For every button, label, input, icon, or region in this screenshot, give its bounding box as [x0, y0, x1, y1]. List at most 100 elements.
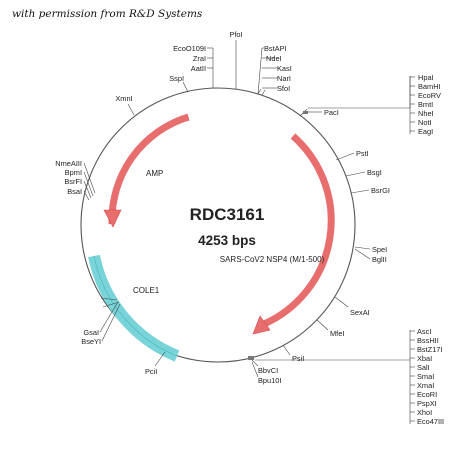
leader-line [99, 301, 119, 333]
site-label: XmaI [417, 381, 434, 390]
leader-line [308, 76, 411, 109]
leader-line [100, 297, 118, 301]
site-label: SalI [417, 363, 430, 372]
site-label: SexAI [350, 308, 370, 317]
site-group-bottom-right: AscI BssHII BstZ17I XbaI SalI SmaI XmaI … [255, 327, 444, 426]
site-label: BsgI [367, 168, 382, 177]
site-label: SpeI [372, 245, 387, 254]
site-group-bstapi: BstAPI NdeI KasI NarI SfoI [257, 44, 292, 95]
mcs-marker [303, 111, 308, 114]
leader-line [350, 189, 370, 194]
site-psti: PstI [335, 149, 369, 161]
leader-line [83, 171, 94, 197]
site-label: PfoI [229, 30, 242, 39]
site-label: PstI [356, 149, 369, 158]
site-label: BamHI [418, 82, 441, 91]
site-xmni: XmnI [115, 94, 135, 116]
insert-arrowhead [252, 315, 271, 335]
site-label: PspXI [417, 399, 437, 408]
site-bsgi: BsgI [345, 168, 382, 177]
leader-line [83, 190, 90, 201]
site-label: XhoI [417, 408, 432, 417]
leader-line [251, 361, 259, 378]
site-group-bbvci: BbvCI Bpu10I [251, 359, 281, 385]
site-label: XbaI [417, 354, 432, 363]
site-label: BmtI [418, 100, 433, 109]
amp-label: AMP [146, 169, 163, 178]
leader-line [83, 180, 92, 199]
site-label: Bpu10I [258, 376, 281, 385]
leader-line [335, 152, 355, 161]
site-label: BbvCI [258, 366, 278, 375]
site-group-left: NmeAIII BpmI BsrFI BsaI [55, 159, 96, 201]
site-label: MfeI [330, 329, 344, 338]
cole1-label: COLE1 [133, 286, 160, 295]
site-label: NotI [418, 118, 432, 127]
site-label: BssHII [417, 336, 439, 345]
insert-arrow-body [262, 133, 335, 328]
site-label: KasI [277, 64, 292, 73]
plasmid-backbone [80, 87, 356, 363]
amp-arrowhead [103, 209, 122, 228]
site-psii: PsiI [282, 344, 304, 363]
site-label: AscI [417, 327, 431, 336]
leader-line [251, 359, 259, 367]
mcs-marker [248, 356, 254, 360]
site-bsrgi: BsrGI [350, 186, 390, 195]
cole1-feature-edge [93, 255, 178, 357]
leader-line [154, 351, 166, 367]
leader-line [334, 296, 349, 308]
site-mfei: MfeI [316, 319, 344, 338]
site-label: BsrFI [64, 177, 82, 186]
leader-line [345, 171, 366, 177]
site-label: GsaI [83, 328, 99, 337]
site-label: SspI [169, 74, 184, 83]
site-tick [257, 88, 262, 95]
amp-arrow-body [108, 113, 190, 225]
site-sspi: SspI [169, 74, 189, 93]
leader-line [282, 344, 291, 356]
site-group-spei: SpeI BglII [354, 245, 387, 264]
leader-line [83, 162, 96, 194]
site-label: NmeAIII [55, 159, 82, 168]
site-pfoi: PfoI [229, 30, 243, 89]
plasmid-size: 4253 bps [198, 233, 256, 248]
site-label: SmaI [417, 372, 434, 381]
site-label: HpaI [418, 73, 434, 82]
site-label: PacI [324, 108, 339, 117]
site-group-top: EcoO109I ZraI AatII [173, 44, 214, 88]
site-label: BseYI [81, 337, 101, 346]
site-label: PciI [145, 367, 157, 376]
site-label: BstZ17I [417, 345, 442, 354]
site-group-right-top: HpaI BamHI EcoRV BmtI NheI NotI EagI [308, 73, 441, 136]
site-sexai: SexAI [334, 296, 370, 317]
site-label: BsrGI [371, 186, 390, 195]
leader-line [101, 303, 121, 342]
site-label: NdeI [266, 54, 282, 63]
site-label: BglII [372, 255, 387, 264]
site-pcii: PciI [145, 351, 166, 376]
leader-line [316, 319, 329, 331]
insert-label: SARS-CoV2 NSP4 (M/1-500) [220, 255, 325, 264]
site-tick [261, 89, 266, 96]
site-label: ZraI [193, 54, 206, 63]
site-label: SfoI [277, 84, 290, 93]
plasmid-name: RDC3161 [190, 205, 265, 224]
site-label: EcoO109I [173, 44, 206, 53]
leader-line [182, 81, 189, 93]
site-label: PsiI [292, 354, 304, 363]
site-label: EagI [418, 127, 433, 136]
site-label: BstAPI [264, 44, 287, 53]
leader-line [354, 248, 371, 260]
site-label: EcoRV [418, 91, 441, 100]
attribution-text: with permission from R&D Systems [12, 8, 203, 20]
leader-line [102, 301, 120, 308]
site-paci: PacI [307, 108, 339, 117]
site-ticks [248, 88, 308, 360]
site-label: NarI [277, 74, 291, 83]
leader-line [354, 246, 371, 250]
site-label: XmnI [115, 94, 132, 103]
site-label: AatII [191, 64, 206, 73]
site-label: BsaI [67, 187, 82, 196]
